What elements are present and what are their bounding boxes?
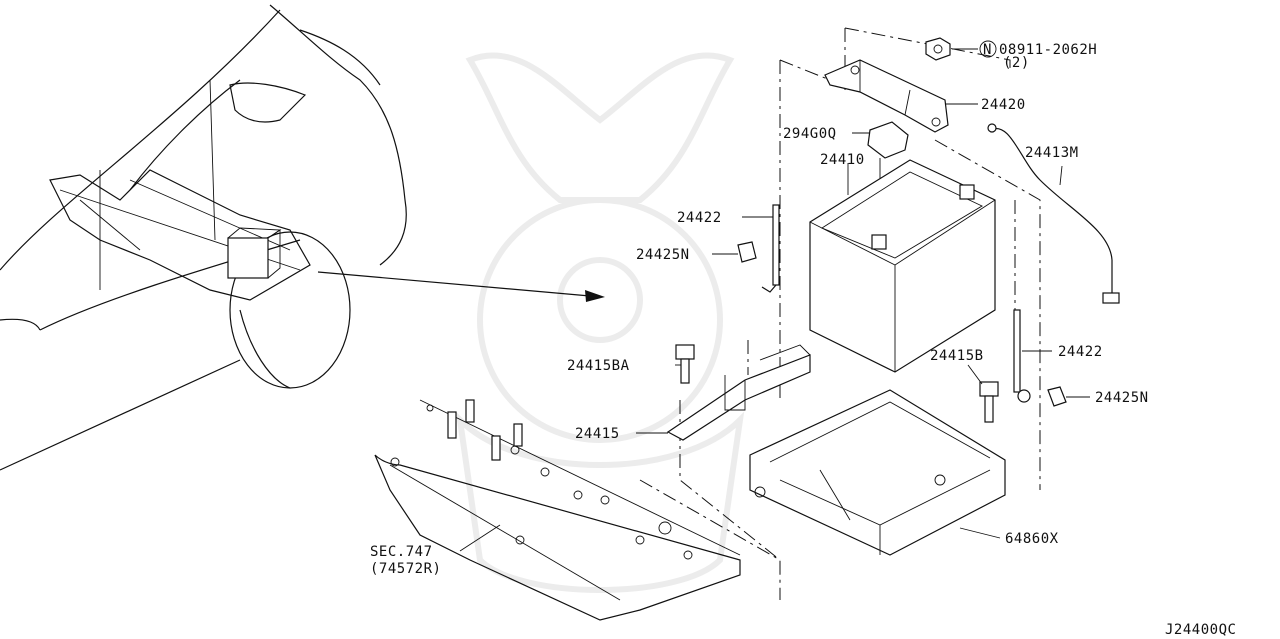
label-rod-left: 24422	[677, 210, 722, 226]
battery-sensor	[867, 121, 909, 235]
floor-panel	[374, 399, 741, 621]
hold-down-rod-left	[737, 204, 780, 293]
label-sensor: 294G0Q	[783, 126, 837, 142]
label-bolt-right: 24415B	[930, 348, 984, 364]
bolt-left	[675, 344, 695, 384]
label-nut-part: 08911-2062H	[999, 42, 1097, 58]
label-clip-left: 24425N	[636, 247, 690, 263]
flange-nut	[925, 37, 951, 61]
label-nut-qty: (2)	[1003, 55, 1030, 71]
label-battery: 24410	[820, 152, 865, 168]
vehicle-outline	[0, 4, 407, 471]
guide-lines	[639, 27, 1041, 600]
reference-arrow	[317, 271, 605, 302]
battery-bracket	[824, 59, 949, 133]
nut-symbol: N	[979, 40, 997, 58]
label-sec-ref: SEC.747	[370, 544, 433, 560]
label-cable: 24413M	[1025, 145, 1079, 161]
battery-cable	[987, 123, 1120, 304]
nut-symbol-letter: N	[983, 42, 992, 58]
label-hold-down: 24415	[575, 426, 620, 442]
watermark-emblem	[455, 52, 745, 593]
inset-frame	[49, 169, 311, 301]
label-bolt-left: 24415BA	[567, 358, 630, 374]
label-bracket: 24420	[981, 97, 1026, 113]
battery	[809, 159, 996, 373]
label-tray: 64860X	[1005, 531, 1059, 547]
hold-down-rod-right	[1013, 309, 1067, 407]
diagram-code: J24400QC	[1165, 622, 1236, 638]
battery-tray	[749, 389, 1006, 556]
label-rod-right: 24422	[1058, 344, 1103, 360]
leader-lines	[459, 48, 1090, 552]
hold-down-plate	[666, 344, 811, 441]
label-clip-right: 24425N	[1095, 390, 1149, 406]
label-sec-sub: (74572R)	[370, 561, 441, 577]
bolt-right	[979, 381, 999, 423]
